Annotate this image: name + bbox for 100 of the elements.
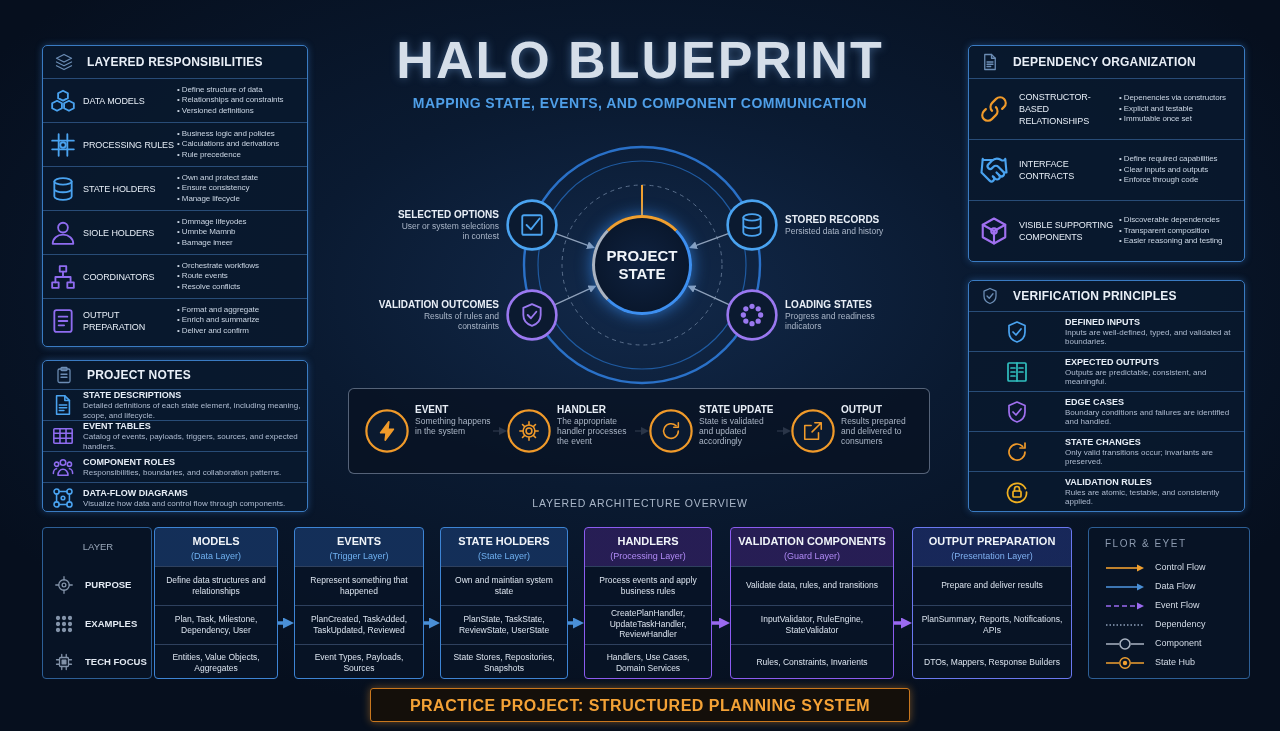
- column-text: DTOs, Mappers, Response Builders: [924, 656, 1060, 668]
- row-title: DATA-FLOW DIAGRAMS: [83, 487, 188, 499]
- bullet-item: • Relationships and constraints: [177, 95, 284, 106]
- bullet-item: • Ensure consistency: [177, 183, 250, 194]
- hub-title: PROJECT STATE: [605, 247, 679, 283]
- step-title: HANDLER: [557, 404, 606, 416]
- banner-title: PRACTICE PROJECT: STRUCTURED PLANNING SYSTEM: [409, 695, 871, 715]
- layer-column: [440, 527, 568, 679]
- column-title: STATE HOLDERS: [458, 534, 550, 548]
- bullet-item: • Format and aggregate: [177, 304, 259, 316]
- row-title: COORDINATORS: [83, 270, 155, 283]
- arrow: [568, 617, 584, 629]
- column-text: CreatePlanHandler, UpdateTaskHandler, ReviewHandler: [608, 608, 688, 640]
- row-title: DEFINED INPUTS: [1065, 316, 1140, 328]
- panel-heading: DEPENDENCY ORGANIZATION: [1013, 55, 1196, 69]
- column-text: Define data structures and relationships: [165, 574, 267, 596]
- step-description: Something happens in the system: [415, 416, 492, 436]
- legend-label: Component: [1155, 638, 1202, 649]
- legend-label: Dependency: [1155, 619, 1206, 630]
- bullet-item: • Rule precedence: [177, 149, 241, 161]
- step-description: State is validated and updated accordingly: [699, 416, 765, 446]
- column-text: Entities, Value Objects, Aggregates: [171, 651, 261, 673]
- bullet-item: • Easier reasoning and testing: [1119, 236, 1223, 247]
- bullet-item: • Deliver and confirm: [177, 325, 249, 337]
- column-text: Event Types, Payloads, Sources: [313, 651, 405, 673]
- column-subtitle: (Data Layer): [191, 550, 241, 562]
- column-title: HANDLERS: [617, 534, 679, 548]
- arrow: [687, 285, 730, 306]
- bullet-item: • Enrich and summarize: [177, 315, 260, 326]
- bullet-item: • Orchestrate workflows: [177, 260, 259, 272]
- bullet-item: • Enforce through code: [1119, 175, 1199, 186]
- row-header-label: TECH FOCUS: [85, 656, 147, 668]
- bullet-item: • Calculations and derivations: [177, 139, 280, 150]
- row-title: OUTPUT PREPARATION: [83, 308, 147, 333]
- bullet-item: • Bamage imeer: [177, 237, 233, 249]
- column-text: Rules, Constraints, Invarients: [756, 656, 868, 668]
- bullet-item: • Discoverable dependencies: [1119, 215, 1220, 226]
- row-title: EVENT TABLES: [83, 421, 151, 432]
- column-text: State Stores, Repositories, Snapshots: [452, 651, 556, 673]
- step-title: OUTPUT: [841, 404, 883, 416]
- row-description: Boundary conditions and failures are identified and handled.: [1065, 407, 1231, 427]
- row-title: STATE DESCRIPTIONS: [83, 390, 182, 401]
- option-title: LOADING STATES: [785, 298, 872, 311]
- column-title: OUTPUT PREPARATION: [928, 534, 1056, 548]
- option-description: Progress and readiness indicators: [785, 310, 876, 332]
- column-text: Plan, Task, Milestone, Dependency, User: [173, 613, 259, 635]
- bullet-item: • Resolve conflicts: [177, 281, 241, 293]
- layer-column: [584, 527, 712, 679]
- step-description: The appropriate handler processes the event: [557, 416, 628, 446]
- step-title: EVENT: [415, 404, 449, 416]
- legend-label: Data Flow: [1155, 581, 1196, 592]
- step-description: Results prepared and delivered to consumers: [841, 416, 907, 446]
- list-row: [43, 420, 307, 451]
- column-subtitle: (Processing Layer): [610, 550, 686, 562]
- column-title: VALIDATION COMPONENTS: [738, 534, 886, 548]
- column-text: PlanState, TaskState, ReviewState, UserState: [457, 613, 551, 635]
- bullet-item: • Define required capabilities: [1119, 154, 1218, 165]
- arrow: [555, 232, 595, 249]
- row-title: EXPECTED OUTPUTS: [1065, 356, 1159, 368]
- bullet-item: • Own and protect state: [177, 172, 258, 184]
- bullet-item: • Business logic and policies: [177, 128, 275, 140]
- arrow: [689, 232, 729, 249]
- subtitle: MAPPING STATE, EVENTS, AND COMPONENT COMMUNICATION: [412, 95, 868, 112]
- column-text: Handlers, Use Cases, Domain Services: [605, 651, 691, 673]
- row-description: Detailed definitions of each state element, including meaning, scope, and lifecycle.: [83, 401, 301, 420]
- option-title: VALIDATION OUTCOMES: [378, 298, 499, 311]
- info-panel: [968, 280, 1245, 512]
- layer-column: [912, 527, 1072, 679]
- info-panel: [968, 45, 1245, 262]
- section-heading: LAYERED ARCHITECTURE OVERVIEW: [532, 497, 748, 510]
- row-header-label: PURPOSE: [85, 579, 132, 591]
- legend-label: Control Flow: [1155, 562, 1206, 573]
- bullet-item: • Manage lifecycle: [177, 193, 240, 205]
- row-title: VALIDATION RULES: [1065, 476, 1152, 488]
- panel-heading: PROJECT NOTES: [87, 368, 191, 382]
- bullet-item: • Define structure of data: [177, 84, 263, 96]
- column-text: Prepare and deliver results: [941, 579, 1043, 591]
- title-banner: [370, 688, 910, 722]
- row-title: COMPONENT ROLES: [83, 456, 175, 468]
- column-subtitle: (Guard Layer): [784, 550, 840, 562]
- row-title: PROCESSING RULES: [83, 138, 174, 151]
- bullet-item: • Route events: [177, 271, 228, 282]
- row-description: Rules are atomic, testable, and consistently applied.: [1065, 487, 1221, 507]
- column-text: InputValidator, RuleEngine, StateValidator: [759, 613, 865, 635]
- column-subtitle: (State Layer): [478, 550, 530, 562]
- row-description: Responsibilities, boundaries, and collaboration patterns.: [83, 467, 282, 478]
- column-text: Own and maintian system state: [454, 574, 554, 596]
- column-text: Validate data, rules, and transitions: [745, 579, 879, 591]
- bullet-item: • Dmmage lifeyodes: [177, 216, 247, 228]
- option-description: Results of rules and constraints: [422, 310, 499, 332]
- row-header-label: EXAMPLES: [85, 617, 138, 630]
- column-text: PlanSummary, Reports, Notifications, APIs: [920, 613, 1064, 635]
- bullet-item: • Umnbe Mamnb: [177, 227, 236, 238]
- row-description: Inputs are well-defined, typed, and validated at boundaries.: [1065, 327, 1232, 347]
- row-description: Outputs are predictable, consistent, and meaningful.: [1065, 367, 1208, 387]
- bullet-item: • Versioned definitions: [177, 105, 254, 117]
- bullet-item: • Immutable once set: [1119, 114, 1192, 125]
- panel-heading: VERIFICATION PRINCIPLES: [1013, 289, 1177, 303]
- option-description: Persisted data and history: [785, 225, 884, 237]
- legend-label: Event Flow: [1155, 600, 1200, 611]
